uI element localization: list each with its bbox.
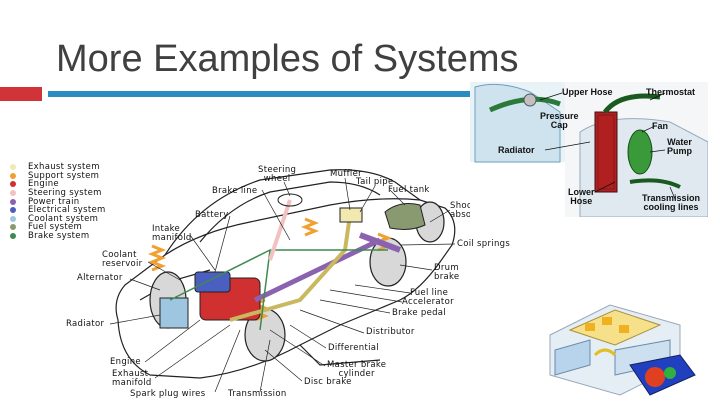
label-alternator: Alternator <box>77 273 123 283</box>
label-engine: Engine <box>110 357 141 367</box>
legend-dot <box>10 224 16 231</box>
legend-item: Support system <box>10 170 106 181</box>
legend-label: Fuel system <box>28 222 83 233</box>
legend-item: Brake system <box>10 231 106 242</box>
legend-item: Exhaust system <box>10 162 106 173</box>
legend-item: Coolant system <box>10 213 106 224</box>
cool-label-thermostat: Thermostat <box>646 87 696 97</box>
legend-dot <box>10 198 16 205</box>
label-brake-line: Brake line <box>212 186 258 196</box>
label-differential: Differential <box>328 343 379 353</box>
legend-label: Engine <box>28 179 59 190</box>
engine-3d-render <box>549 304 696 396</box>
legend-label: Brake system <box>28 231 90 242</box>
label-transmission: Transmission <box>228 389 287 399</box>
legend-item: Power train <box>10 196 106 207</box>
label-tail-pipe: Tail pipe <box>356 177 394 187</box>
title-accent-red <box>0 87 42 101</box>
title-underline-blue <box>48 91 518 97</box>
legend-label: Coolant system <box>28 213 99 224</box>
legend-item: Electrical system <box>10 205 106 216</box>
legend-dot <box>10 164 16 171</box>
legend-label: Exhaust system <box>28 162 100 173</box>
legend-dot <box>10 172 16 179</box>
label-fuel-line: Fuel line <box>410 288 449 298</box>
label-coil-springs: Coil springs <box>457 239 511 249</box>
legend-dot <box>10 207 16 214</box>
legend-label: Steering system <box>28 188 102 199</box>
legend-dot <box>10 190 16 197</box>
legend-dot <box>10 233 16 240</box>
label-muffler: Muffler <box>330 169 362 179</box>
legend-label: Electrical system <box>28 205 106 216</box>
cool-label-fan: Fan <box>652 121 669 131</box>
legend-item: Engine <box>10 179 106 190</box>
cool-label-upper-hose: Upper Hose <box>562 87 613 97</box>
legend-dot <box>10 215 16 222</box>
label-fuel-tank: Fuel tank <box>388 185 430 195</box>
legend-label: Support system <box>28 170 100 181</box>
label-spark-plug-wires: Spark plug wires <box>130 389 206 399</box>
label-distributor: Distributor <box>366 327 415 337</box>
label-battery: Battery <box>195 210 229 220</box>
label-radiator: Radiator <box>66 319 105 329</box>
legend-item: Steering system <box>10 188 106 199</box>
legend-label: Power train <box>28 196 80 207</box>
slide-title: More Examples of Systems <box>56 38 519 80</box>
label-brake-pedal: Brake pedal <box>392 308 446 318</box>
label-disc-brake: Disc brake <box>304 377 352 387</box>
legend-dot <box>10 181 16 188</box>
legend-item: Fuel system <box>10 222 106 233</box>
cool-label-radiator: Radiator <box>498 145 535 155</box>
label-accelerator: Accelerator <box>402 297 454 307</box>
